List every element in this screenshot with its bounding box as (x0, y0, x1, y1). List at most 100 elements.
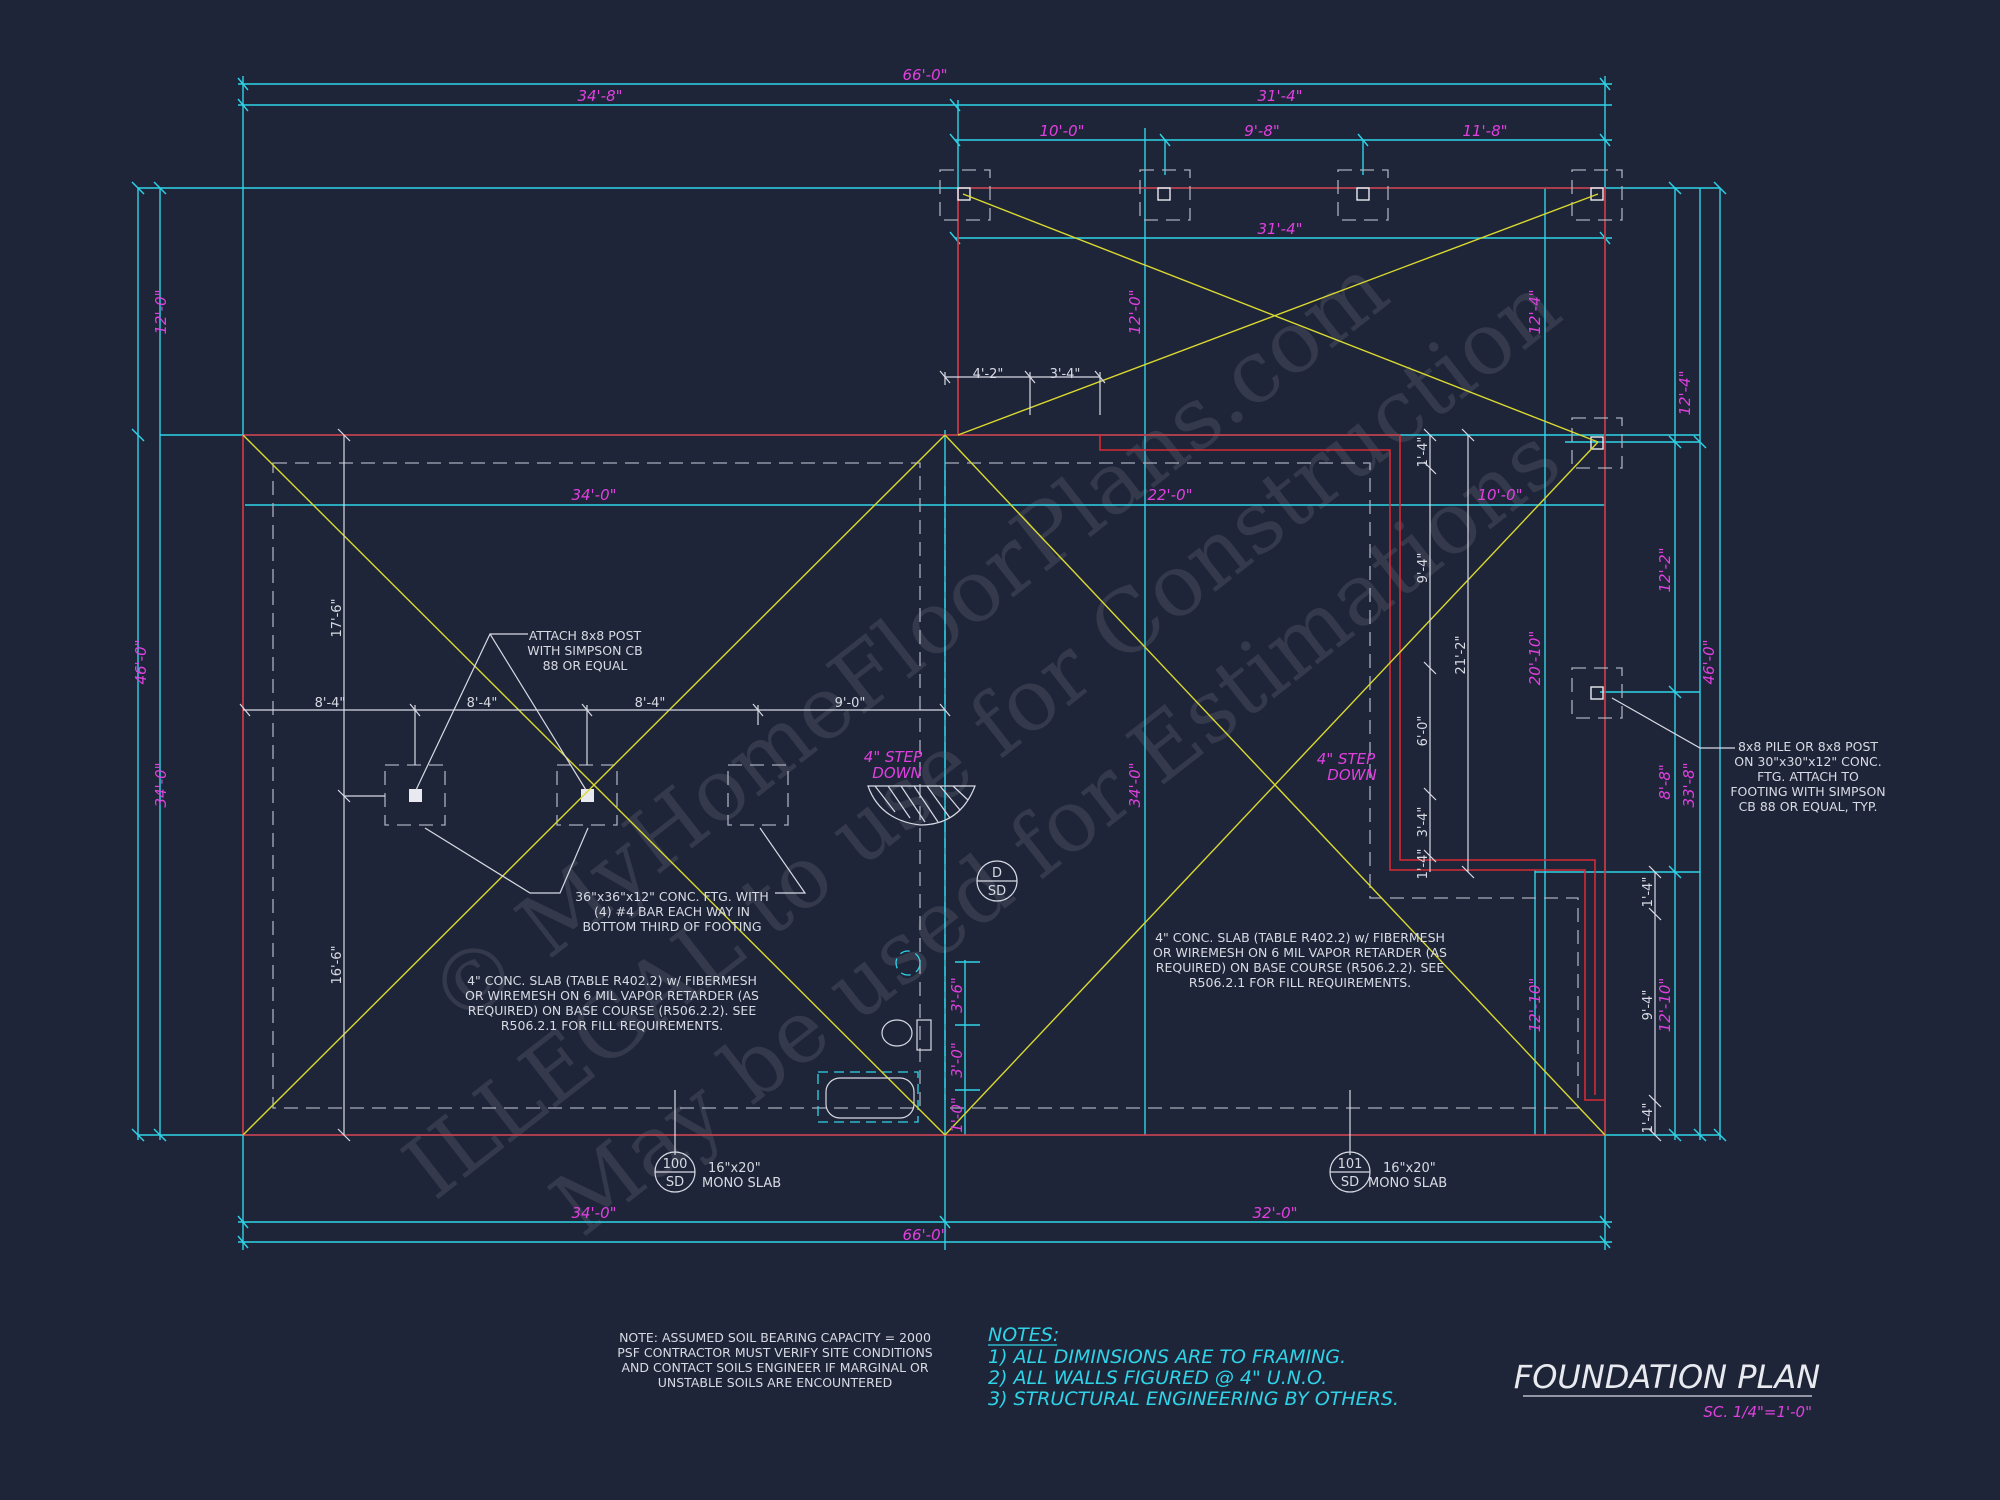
post-square (581, 789, 594, 802)
title-block: FOUNDATION PLAN SC. 1/4"=1'-0" (1514, 1358, 1820, 1421)
dim-r-20-10: 20'-10" (1526, 631, 1544, 686)
dim-bottom-total: 66'-0" (902, 1226, 947, 1244)
dim-r-3-4: 3'-4" (1416, 807, 1431, 838)
dim-right-top: 31'-4" (1257, 87, 1302, 105)
dim-r-6-0: 6'-0" (1416, 716, 1431, 747)
dim-far-12-2: 12'-2" (1656, 547, 1674, 592)
pile-note-3: FTG. ATTACH TO (1757, 769, 1859, 784)
dim-overall-top: 66'-0" (902, 66, 947, 84)
dim-bath-3-0: 3'-0" (948, 1042, 966, 1078)
slab-left-note-3: REQUIRED) ON BASE COURSE (R506.2.2). SEE (468, 1003, 757, 1018)
section-101-label-1: 16"x20" (1383, 1161, 1436, 1176)
dim-far-1-4a: 1'-4" (1641, 877, 1656, 908)
slab-right-note-3: REQUIRED) ON BASE COURSE (R506.2.2). SEE (1156, 960, 1445, 975)
section-100-top: 100 (663, 1157, 688, 1172)
step-left-line-2: DOWN (872, 764, 921, 782)
post-square (409, 789, 422, 802)
cyan-dimension-lines (131, 76, 1727, 1250)
dim-seg-c: 11'-8" (1462, 122, 1507, 140)
white-dimension-labels: 4'-2" 3'-4" 8'-4" 8'-4" 8'-4" 9'-0" 17'-… (315, 367, 1656, 1133)
general-note-3: 3) STRUCTURAL ENGINEERING BY OTHERS. (988, 1388, 1399, 1410)
dim-bath-3-6: 3'-6" (948, 977, 966, 1013)
dim-far-46-0: 46'-0" (1700, 639, 1718, 684)
slab-left-note-2: OR WIREMESH ON 6 MIL VAPOR RETARDER (AS (465, 988, 759, 1003)
post-square (1356, 187, 1370, 201)
dim-far-33-8: 33'-8" (1680, 762, 1698, 807)
post-square (1157, 187, 1171, 201)
post-square (1590, 686, 1604, 700)
dim-seg-b: 9'-8" (1244, 122, 1280, 140)
dim-far-12-4: 12'-4" (1676, 370, 1694, 415)
dim-bottom-left: 34'-0" (571, 1204, 616, 1222)
slab-right-note-4: R506.2.1 FOR FILL REQUIREMENTS. (1189, 975, 1411, 990)
dim-off-b: 3'-4" (1050, 367, 1081, 382)
footing-note-2: (4) #4 BAR EACH WAY IN (594, 904, 750, 919)
dim-mid-depth: 34'-0" (1126, 762, 1144, 807)
pile-note-5: CB 88 OR EQUAL, TYP. (1739, 799, 1878, 814)
bearing-note-3: AND CONTACT SOILS ENGINEER IF MARGINAL O… (621, 1360, 928, 1375)
yellow-diagonals (242, 193, 1606, 1136)
dim-porch-width: 31'-4" (1257, 220, 1302, 238)
red-wall-outlines (242, 187, 1606, 1136)
dimension-labels: 66'-0" 34'-8" 31'-4" 10'-0" 9'-8" 11'-8"… (132, 66, 1718, 1244)
white-leaders (239, 370, 1812, 1397)
dim-bottom-right: 32'-0" (1252, 1204, 1297, 1222)
attach-post-note-2: WITH SIMPSON CB (527, 643, 642, 658)
dim-porch-depth-right: 12'-4" (1526, 289, 1544, 334)
dim-main-left: 34'-0" (571, 486, 616, 504)
dim-ftg-2: 8'-4" (467, 696, 498, 711)
step-right-line-2: DOWN (1327, 766, 1376, 784)
step-right-line-1: 4" STEP (1317, 750, 1376, 768)
attach-post-note-3: 88 OR EQUAL (543, 658, 628, 673)
dim-far-12-10: 12'-10" (1656, 978, 1674, 1033)
general-note-1: 1) ALL DIMINSIONS ARE TO FRAMING. (988, 1346, 1346, 1368)
bearing-note-1: NOTE: ASSUMED SOIL BEARING CAPACITY = 20… (619, 1330, 931, 1345)
section-100-bottom: SD (666, 1175, 684, 1190)
section-101-top: 101 (1338, 1157, 1363, 1172)
dim-r-21-2: 21'-2" (1454, 635, 1469, 674)
dim-left-top: 34'-8" (577, 87, 622, 105)
section-100-label-1: 16"x20" (708, 1161, 761, 1176)
bearing-note-4: UNSTABLE SOILS ARE ENCOUNTERED (658, 1375, 893, 1390)
dim-seg-a: 10'-0" (1039, 122, 1084, 140)
dim-off-a: 4'-2" (973, 367, 1004, 382)
watermark: © MyHomeFloorPlans.com ILLEGAL to use fo… (386, 238, 1579, 1255)
post-square (1590, 436, 1604, 450)
general-note-2: 2) ALL WALLS FIGURED @ 4" U.N.O. (988, 1367, 1327, 1389)
slab-left-note-1: 4" CONC. SLAB (TABLE R402.2) w/ FIBERMES… (467, 973, 757, 988)
dim-inner-upper: 17'-6" (330, 598, 345, 637)
section-101-label-2: MONO SLAB (1368, 1176, 1447, 1191)
pile-note-1: 8x8 PILE OR 8x8 POST (1738, 739, 1878, 754)
slab-right-note-2: OR WIREMESH ON 6 MIL VAPOR RETARDER (AS (1153, 945, 1447, 960)
dim-ftg-3: 8'-4" (635, 696, 666, 711)
dim-bath-1-0: 1'-0" (948, 1097, 966, 1133)
dim-far-8-8: 8'-8" (1656, 764, 1674, 800)
dim-porch-depth: 12'-0" (1126, 289, 1144, 334)
posts (409, 187, 1604, 802)
section-d-bottom: SD (988, 884, 1006, 899)
bearing-note-2: PSF CONTRACTOR MUST VERIFY SITE CONDITIO… (617, 1345, 933, 1360)
section-d-top: D (992, 866, 1002, 881)
dim-r-9-4: 9'-4" (1416, 553, 1431, 584)
step-left-line-1: 4" STEP (864, 748, 923, 766)
section-101-bottom: SD (1341, 1175, 1359, 1190)
post-square (957, 187, 971, 201)
dim-r-1-4a: 1'-4" (1416, 437, 1431, 468)
footing-note-1: 36"x36"x12" CONC. FTG. WITH (575, 889, 769, 904)
drawing-scale: SC. 1/4"=1'-0" (1703, 1403, 1812, 1421)
dim-left-outer-top: 12'-0" (152, 289, 170, 334)
slab-left-note-4: R506.2.1 FOR FILL REQUIREMENTS. (501, 1018, 723, 1033)
dim-r-12-10: 12'-10" (1526, 978, 1544, 1033)
slab-right-note-1: 4" CONC. SLAB (TABLE R402.2) w/ FIBERMES… (1155, 930, 1445, 945)
dim-ftg-1: 8'-4" (315, 696, 346, 711)
post-square (1590, 187, 1604, 201)
dim-left-outer-total: 46'-0" (132, 639, 150, 684)
dim-far-9-4: 9'-4" (1641, 990, 1656, 1021)
dim-r-1-4b: 1'-4" (1416, 849, 1431, 880)
pile-note-4: FOOTING WITH SIMPSON (1730, 784, 1885, 799)
dim-ftg-4: 9'-0" (835, 696, 866, 711)
footing-note-3: BOTTOM THIRD OF FOOTING (582, 919, 761, 934)
section-markers: D SD 100 SD 16"x20" MONO SLAB 101 SD 16"… (663, 866, 1448, 1191)
drawing-title: FOUNDATION PLAN (1514, 1358, 1820, 1396)
